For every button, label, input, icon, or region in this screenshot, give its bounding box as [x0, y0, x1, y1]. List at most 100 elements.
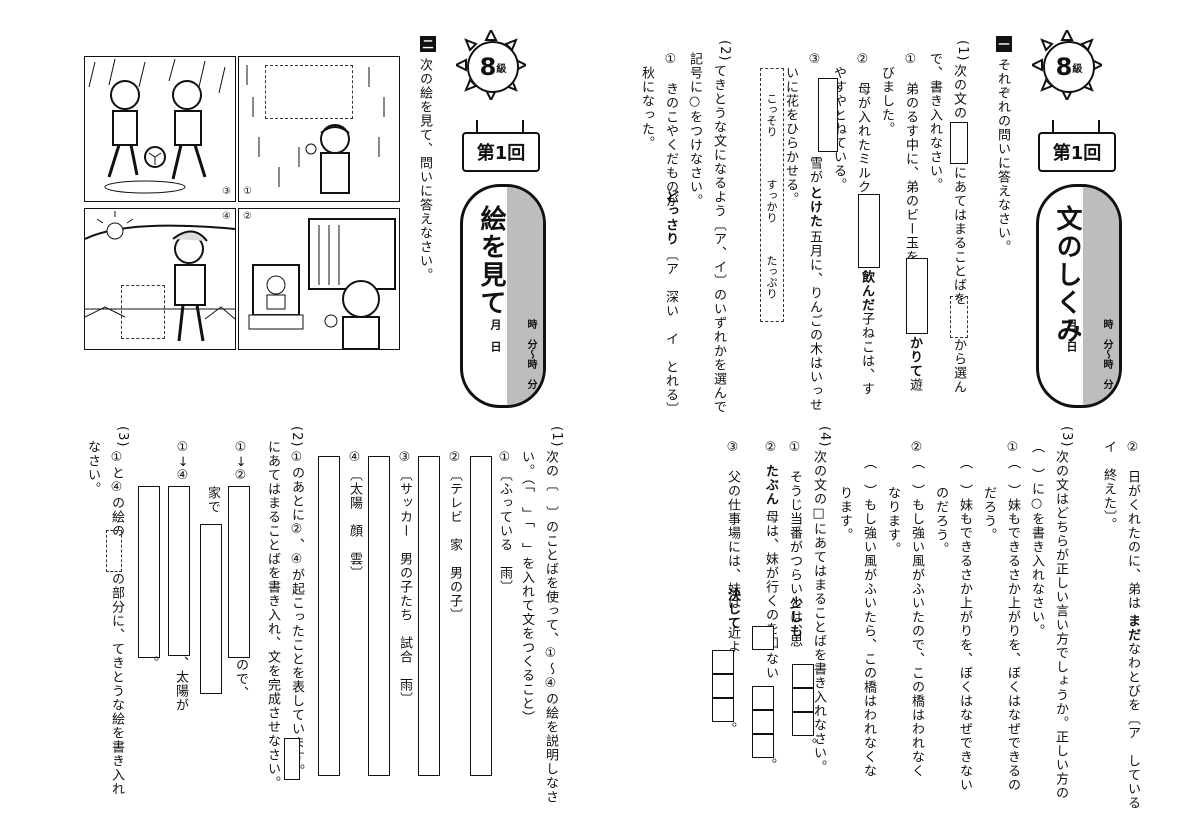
- q1-inline-box: [950, 122, 968, 164]
- time-tilde: 〜: [525, 349, 536, 359]
- panel-4-sunny: ④: [84, 208, 236, 350]
- q2-inline-box: [284, 738, 300, 780]
- sunny-boy-illustration: [85, 211, 235, 342]
- q4-s3-box-1[interactable]: [712, 650, 734, 674]
- q1-s3-answer[interactable]: [818, 78, 838, 152]
- q1-s2-answer[interactable]: [858, 194, 880, 268]
- q3-number: (3): [1059, 426, 1074, 448]
- q3-text-1: 次の文はどちらが正しい言い方でしょうか。正しい方の: [1053, 450, 1068, 800]
- q1-text-3: から選ん: [951, 338, 966, 394]
- section-instruction: 次の絵を見て、問いに答えなさい。: [417, 58, 432, 282]
- q3-s2-b: なります。: [885, 486, 900, 556]
- q2-item-b-text1: 、太陽が: [173, 656, 188, 712]
- q1-s3-c: とけた: [807, 186, 822, 228]
- q1-s1-a: ① 弟のるす中に、弟のビー玉を、: [903, 52, 918, 278]
- panel-number: ④: [222, 211, 231, 222]
- q1-s1-b: かりて: [907, 336, 922, 378]
- q1-text-4: で、書き入れなさい。: [927, 52, 942, 192]
- q2-answer-a1[interactable]: [228, 486, 250, 658]
- choice-tappuri: たっぷり: [765, 255, 778, 299]
- q1-answer-2[interactable]: [418, 456, 440, 776]
- q2-s2-a: ② 日がくれたのに、弟は: [1125, 440, 1140, 610]
- q1-item-2-number: ②: [447, 450, 462, 466]
- q2-number: (2): [717, 40, 732, 62]
- q3-s2-a[interactable]: ②（ ）もし強い風がふいたので、この橋はわれなく: [909, 440, 924, 778]
- q4-s2-box-2[interactable]: [752, 686, 774, 710]
- q1-answer-4[interactable]: [318, 456, 340, 776]
- q1-s3-d: 五月に、りんごの木はいっせ: [807, 230, 822, 412]
- q4-s3-a: ③ 父の仕事場には、妹は: [725, 440, 740, 610]
- q2-item-a-text1: 家で: [205, 486, 220, 514]
- drawing-area-box[interactable]: [265, 65, 353, 119]
- q4-s2-e: 。: [761, 758, 776, 772]
- q2-answer-a2[interactable]: [200, 524, 222, 694]
- q2-number: (2): [289, 426, 304, 448]
- q4-text-1: 次の文の□にあてはまることばを書き入れなさい。: [811, 450, 826, 774]
- q1-text-1: 次の文の: [951, 64, 966, 120]
- q3-number: (3): [115, 426, 130, 448]
- q2-s1-c: 〔ア 深い イ とれる〕: [663, 248, 678, 416]
- q3-s2-c[interactable]: （ ）もし強い風がふいたら、この橋はわれなくな: [861, 456, 876, 778]
- time-record: 時 分〜時 分: [1100, 319, 1113, 389]
- q1-answer-3[interactable]: [368, 456, 390, 776]
- q4-s2-d: ない: [763, 652, 778, 680]
- q4-s3-box-3[interactable]: [712, 698, 734, 722]
- q4-s2-box-3[interactable]: [752, 710, 774, 734]
- q4-s1-c: 思: [787, 634, 802, 648]
- q4-s1-box-3[interactable]: [792, 712, 814, 736]
- q1-s2-b: 飲んだ: [859, 270, 874, 312]
- q3-text-2: の部分に、てきとうな絵を書き入れ: [109, 572, 124, 796]
- panel-number: ③: [222, 186, 231, 197]
- panel-number: ①: [243, 186, 252, 197]
- time-tilde: 〜: [1101, 349, 1112, 359]
- q1-number: (1): [955, 40, 970, 62]
- title-pill: 文のしくみ 時 分〜時 分 月 日: [1036, 184, 1122, 408]
- q3-s1-a[interactable]: ①（ ）妹もできるさか上がりを、ぼくはなぜできるの: [1005, 440, 1020, 792]
- level-number: 8: [1055, 53, 1073, 81]
- q1-item-1-words: 〔ふっている 雨〕: [497, 468, 512, 594]
- q3-s2-d: ります。: [837, 486, 852, 542]
- q1-s3-e: いに花をひらかせる。: [783, 66, 798, 206]
- q1-instruction-2: い。（「 」「 」を入れて文をつくること）: [519, 450, 534, 725]
- q1-item-3-words: 〔サッカー 男の子たち 試合 雨〕: [397, 468, 412, 706]
- q1-s3-b: 雪が: [807, 156, 822, 184]
- q4-s1-box-1[interactable]: [792, 664, 814, 688]
- section-marker: 二: [420, 36, 436, 52]
- time-record: 時 分〜時 分: [524, 319, 537, 389]
- q4-s1-box-2[interactable]: [792, 688, 814, 712]
- time-to: 時 分: [1101, 359, 1112, 389]
- q2-s1-a: ① きのこやくだものが: [663, 52, 678, 208]
- level-unit: 級: [1072, 63, 1083, 75]
- round-plate: 第1回: [1038, 120, 1116, 172]
- q3-inline-dashed-box: [106, 530, 122, 572]
- panel-number: ②: [243, 211, 252, 222]
- time-from: 時 分: [1101, 319, 1112, 349]
- q1-s1-c: 遊: [907, 378, 922, 392]
- tv-boy-illustration: [248, 218, 396, 349]
- q2-s2-b: まだ: [1125, 614, 1140, 642]
- round-label: 第1回: [1052, 143, 1102, 164]
- q2-answer-b2[interactable]: [138, 486, 160, 658]
- page-title: 絵を見て: [476, 205, 506, 317]
- q2-s1-b: どっさり: [663, 190, 678, 246]
- q2-answer-b1[interactable]: [168, 486, 190, 656]
- q4-s3-box-2[interactable]: [712, 674, 734, 698]
- choice-sukkari: すっかり: [765, 179, 778, 223]
- q4-s3-b: 決して: [725, 588, 740, 630]
- panel-2-tv: ②: [238, 208, 400, 350]
- q2-s2-d: イ 終えた〕。: [1101, 440, 1116, 532]
- section-instruction: それぞれの問いに答えなさい。: [995, 58, 1010, 254]
- q1-item-1-number: ①: [497, 450, 512, 466]
- q1-s3-a: ③: [807, 52, 822, 68]
- q1-s1-answer[interactable]: [906, 258, 928, 334]
- q4-s3-c: 近よ: [725, 626, 740, 654]
- q4-s2-box-4[interactable]: [752, 734, 774, 758]
- drawing-area-box[interactable]: [121, 285, 165, 339]
- q2-s2-c: なわとびを〔ア している: [1125, 642, 1140, 810]
- q3-s1-d: のだろう。: [933, 486, 948, 556]
- q4-s2-box-1[interactable]: [752, 626, 774, 650]
- q1-answer-1[interactable]: [470, 456, 492, 776]
- q3-s1-c[interactable]: （ ）妹もできるさか上がりを、ぼくはなぜできない: [957, 456, 972, 792]
- q4-s2-c: 母は、妹が行くのを知: [763, 510, 778, 650]
